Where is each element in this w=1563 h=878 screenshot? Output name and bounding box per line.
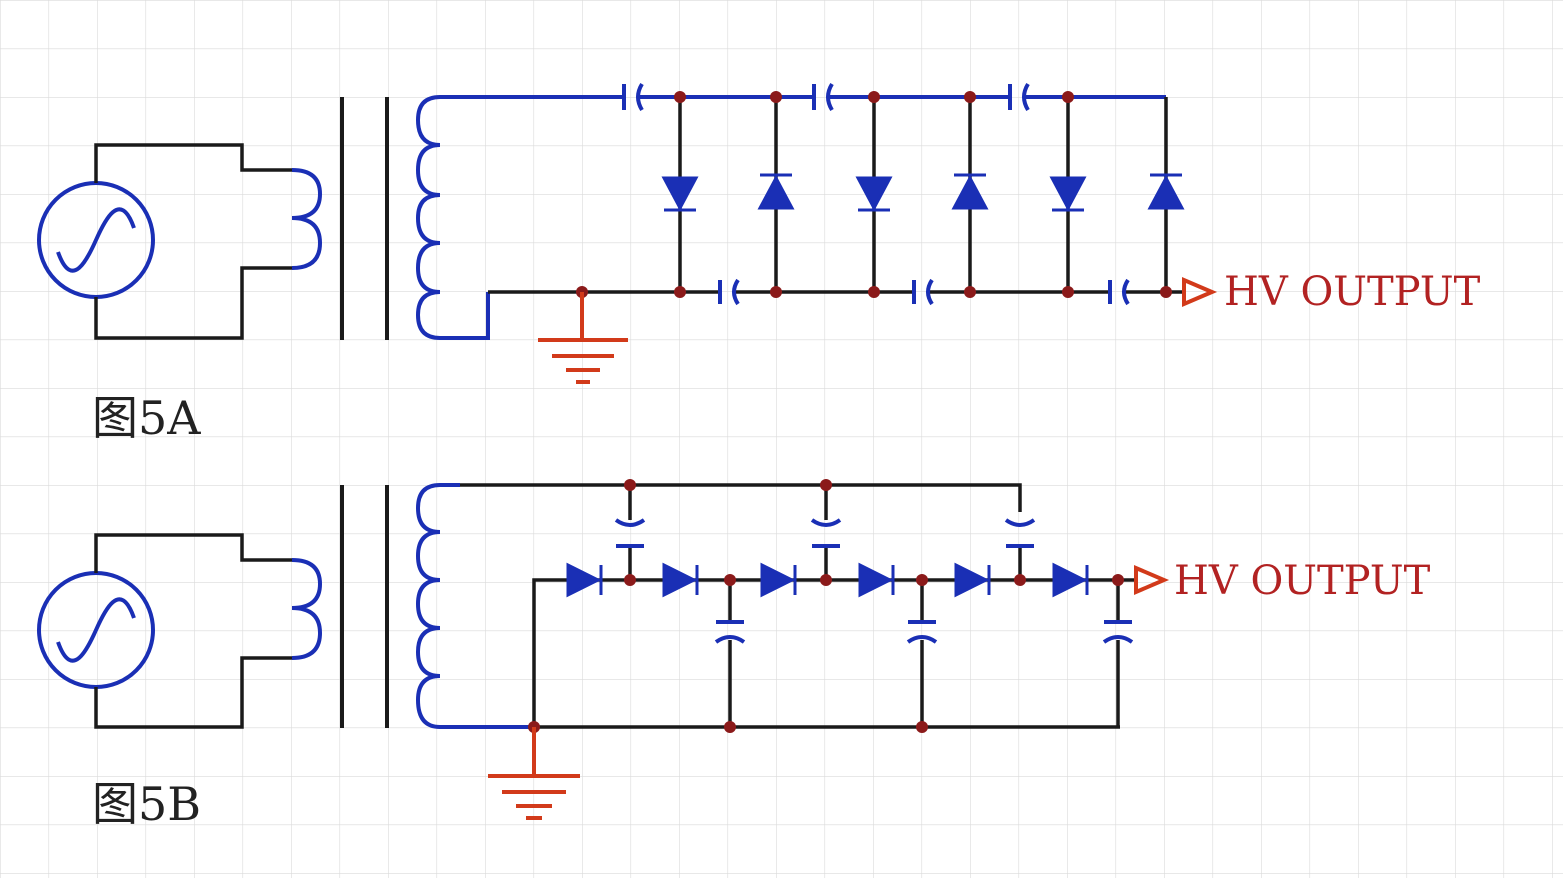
output-arrow-icon xyxy=(1182,276,1218,308)
capacitor-icon xyxy=(614,518,1036,548)
capacitor-drops xyxy=(728,580,1120,727)
junction-nodes xyxy=(528,479,1124,733)
diode-icon xyxy=(566,562,1089,598)
output-arrow-icon xyxy=(1134,564,1170,596)
figure-5b: HV OUTPUT 图5B xyxy=(37,479,1431,831)
diode-icon xyxy=(661,176,1087,212)
figure-caption: 图5B xyxy=(92,777,201,831)
ground-icon xyxy=(488,727,580,820)
figure-5a: HV OUTPUT 图5A xyxy=(37,82,1481,445)
primary-coil-icon xyxy=(291,558,323,660)
secondary-coil-icon xyxy=(415,483,534,729)
secondary-coil-icon xyxy=(415,95,490,340)
diode-chain-wire xyxy=(532,578,1136,727)
top-feed-rail xyxy=(460,483,1022,512)
capacitor-icon xyxy=(714,620,1134,644)
capacitor-icon xyxy=(718,278,1130,306)
primary-wire xyxy=(94,143,292,340)
primary-coil-icon xyxy=(291,168,323,270)
figure-caption: 图5A xyxy=(92,391,201,445)
ground-icon xyxy=(538,292,628,384)
output-label: HV OUTPUT xyxy=(1224,269,1481,315)
diode-icon xyxy=(757,173,1185,210)
output-label: HV OUTPUT xyxy=(1174,558,1431,604)
primary-wire xyxy=(94,533,292,729)
capacitor-icon xyxy=(622,82,1030,112)
junction-nodes xyxy=(576,91,1172,298)
